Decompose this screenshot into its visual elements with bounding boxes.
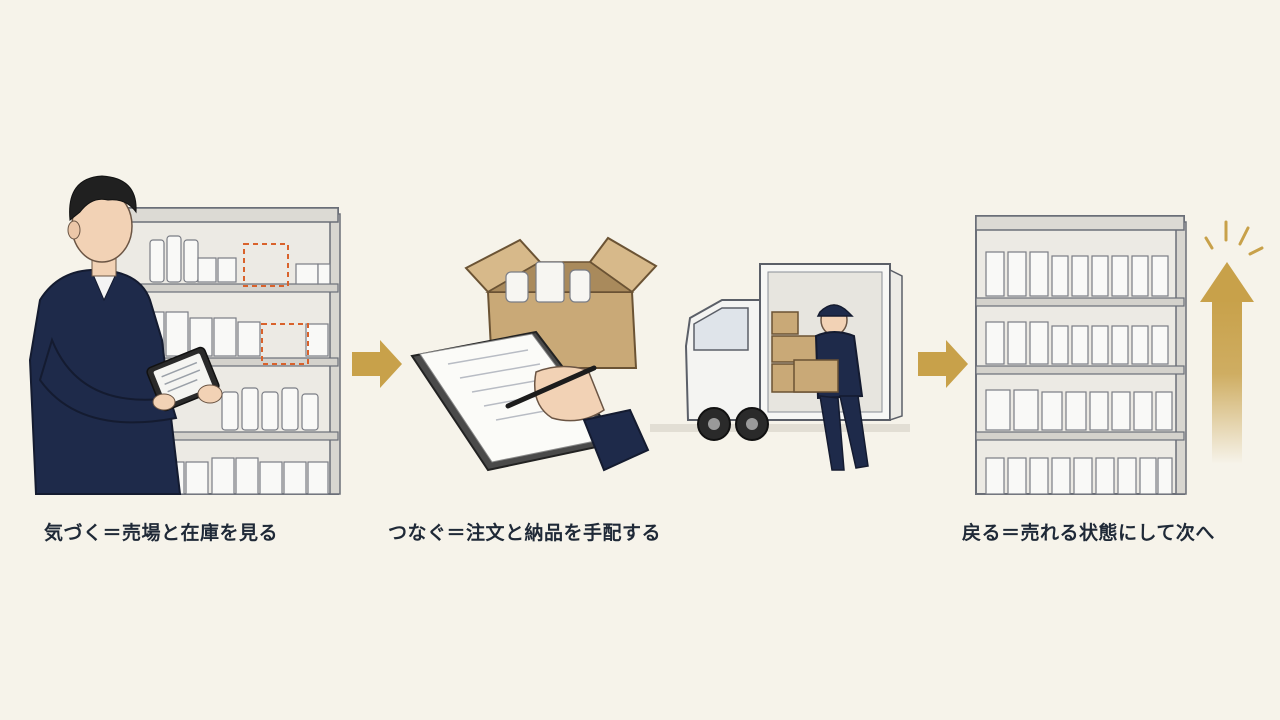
delivery-truck-icon — [650, 263, 910, 441]
right-arrow-icon — [352, 340, 402, 388]
scene-restocked-shelf — [975, 215, 1264, 495]
burst-lines-icon — [1204, 220, 1264, 256]
step-caption-connect: つなぐ＝注文と納品を手配する — [388, 522, 662, 544]
step-caption-return: 戻る＝売れる状態にして次へ — [962, 522, 1215, 544]
empty-slot-highlight — [261, 323, 309, 365]
writing-hand — [505, 365, 650, 472]
step-caption-notice: 気づく＝売場と在庫を見る — [44, 522, 279, 544]
up-arrow-icon — [1200, 262, 1254, 464]
empty-slot-highlight — [243, 243, 289, 287]
scene-order-delivery — [410, 236, 910, 472]
pen-icon — [505, 365, 597, 409]
right-arrow-icon — [918, 340, 968, 388]
cap-icon — [816, 304, 854, 317]
delivery-worker — [793, 304, 869, 471]
scene-inspect-shelf — [28, 175, 341, 495]
staff-person — [28, 175, 223, 495]
